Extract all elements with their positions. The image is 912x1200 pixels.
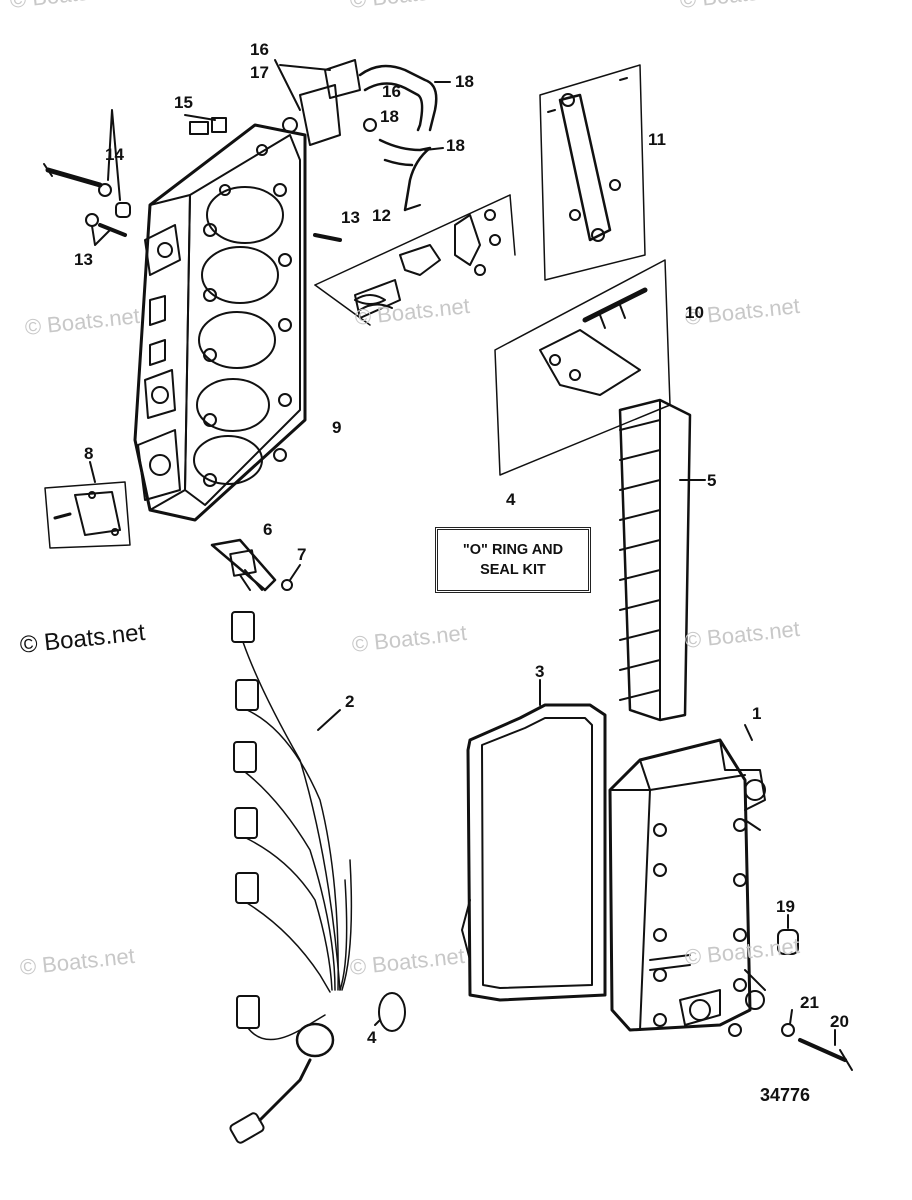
part-20-21-bolt-washer xyxy=(781,1009,853,1071)
part-4-plug-disc xyxy=(374,992,406,1032)
part-14-bolt-washers xyxy=(43,109,131,218)
kit-box-line-1: "O" RING AND xyxy=(462,542,564,558)
part-3-gasket xyxy=(461,679,607,1002)
callout-7: 7 xyxy=(297,545,307,564)
callout-3: 3 xyxy=(535,662,545,681)
callout-16-top: 16 xyxy=(250,40,269,59)
callout-6: 6 xyxy=(263,520,273,539)
callout-13-left: 13 xyxy=(74,250,93,269)
callout-2: 2 xyxy=(345,692,355,711)
callout-18-c: 18 xyxy=(446,136,465,155)
callout-13-right: 13 xyxy=(341,208,360,227)
callout-9: 9 xyxy=(332,418,342,437)
callout-18-b: 18 xyxy=(380,107,399,126)
part-19-bushing xyxy=(777,914,799,955)
callout-19: 19 xyxy=(776,897,795,916)
callout-4-kit: 4 xyxy=(506,490,516,509)
o-ring-seal-kit-box: "O" RING AND SEAL KIT xyxy=(435,527,591,593)
callout-1: 1 xyxy=(752,704,762,723)
callout-8: 8 xyxy=(84,444,94,463)
part-6-injector xyxy=(210,538,277,592)
part-13-screws-left xyxy=(85,213,127,246)
figure-number: 34776 xyxy=(760,1085,811,1105)
part-11-arm-panel xyxy=(539,64,646,281)
callout-20: 20 xyxy=(830,1012,849,1031)
part-10-assembly-panel xyxy=(494,259,671,476)
part-15-valve xyxy=(184,114,227,135)
callout-21: 21 xyxy=(800,993,819,1012)
kit-box-line-2: SEAL KIT xyxy=(480,562,546,578)
callout-17: 17 xyxy=(250,63,269,82)
callout-5: 5 xyxy=(707,471,717,490)
part-8-cover-plate xyxy=(44,461,131,549)
callout-16-mid: 16 xyxy=(382,82,401,101)
callout-12: 12 xyxy=(372,206,391,225)
callout-4-plug: 4 xyxy=(367,1028,377,1047)
callout-10: 10 xyxy=(685,303,704,322)
callout-18-a: 18 xyxy=(455,72,474,91)
callout-15: 15 xyxy=(174,93,193,112)
part-12-linkage-kit xyxy=(313,194,516,326)
part-16-17-18-hoses xyxy=(274,59,451,212)
callout-14: 14 xyxy=(105,145,124,164)
part-2-wiring-harness xyxy=(229,611,353,1144)
callout-11: 11 xyxy=(648,130,666,149)
part-5-rail xyxy=(618,398,706,722)
part-9-upper-housing xyxy=(133,123,307,522)
part-1-lower-housing xyxy=(608,724,766,1037)
part-7-o-ring xyxy=(281,564,301,591)
